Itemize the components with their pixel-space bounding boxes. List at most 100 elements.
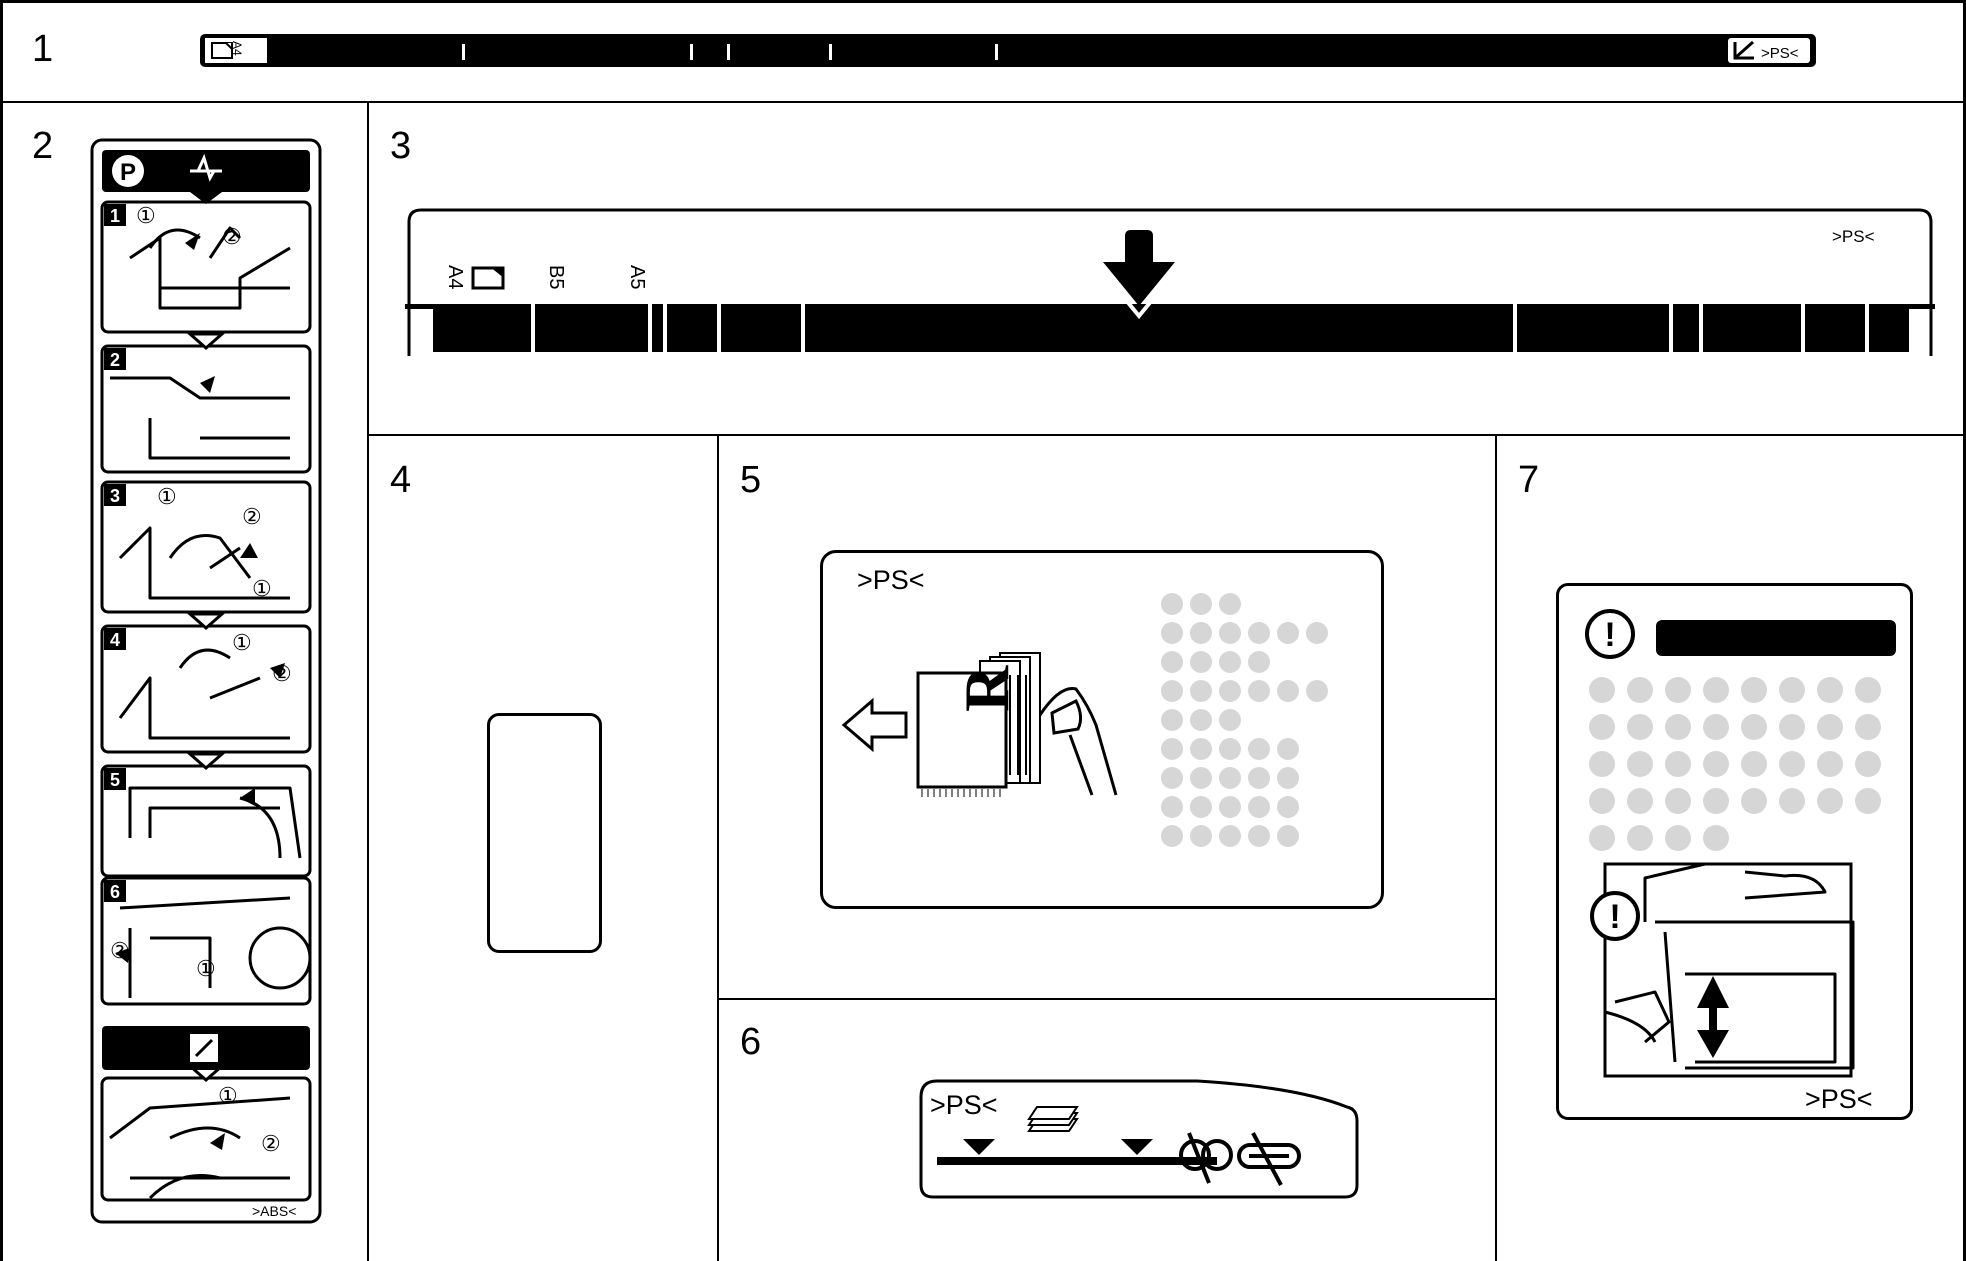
placeholder-dot bbox=[1277, 680, 1299, 702]
placeholder-dot bbox=[1219, 593, 1241, 615]
divider-col7 bbox=[1495, 434, 1497, 1261]
placeholder-dot bbox=[1779, 714, 1805, 740]
panel-2-footer-label: >ABS< bbox=[252, 1203, 296, 1219]
panel-1-number: 1 bbox=[32, 30, 53, 68]
panel-6-number: 6 bbox=[740, 1023, 761, 1061]
placeholder-dot bbox=[1703, 751, 1729, 777]
panel-4-blank-slot bbox=[487, 713, 602, 953]
placeholder-dot bbox=[1817, 677, 1843, 703]
placeholder-dot bbox=[1277, 738, 1299, 760]
placeholder-dot bbox=[1589, 714, 1615, 740]
panel-3-size-a5: A5 bbox=[625, 265, 648, 289]
placeholder-dot bbox=[1161, 651, 1183, 673]
panel-1-ps-label: >PS< bbox=[1761, 45, 1799, 62]
placeholder-dot bbox=[1627, 714, 1653, 740]
placeholder-dot bbox=[1219, 738, 1241, 760]
placeholder-dot bbox=[1703, 677, 1729, 703]
placeholder-dot bbox=[1741, 714, 1767, 740]
placeholder-dot bbox=[1219, 825, 1241, 847]
panel-7-ps-label: >PS< bbox=[1805, 1084, 1873, 1115]
placeholder-dot bbox=[1589, 751, 1615, 777]
placeholder-dot bbox=[1665, 751, 1691, 777]
placeholder-dot bbox=[1190, 796, 1212, 818]
placeholder-dot bbox=[1161, 825, 1183, 847]
divider-col4 bbox=[717, 434, 719, 1261]
placeholder-dot bbox=[1161, 622, 1183, 644]
panel-7-number: 7 bbox=[1518, 461, 1539, 499]
placeholder-dot bbox=[1219, 651, 1241, 673]
placeholder-dot bbox=[1741, 751, 1767, 777]
placeholder-dot bbox=[1219, 709, 1241, 731]
placeholder-dot bbox=[1627, 751, 1653, 777]
placeholder-dot bbox=[1817, 751, 1843, 777]
placeholder-dot bbox=[1277, 825, 1299, 847]
placeholder-dot bbox=[1248, 825, 1270, 847]
placeholder-dot bbox=[1779, 788, 1805, 814]
placeholder-dot bbox=[1855, 677, 1881, 703]
panel-5-ps-label: >PS< bbox=[857, 565, 925, 596]
placeholder-dot bbox=[1248, 680, 1270, 702]
panel-2-mark-1e: ① bbox=[196, 956, 216, 982]
placeholder-dot bbox=[1703, 825, 1729, 851]
panel-7-placeholder-dots bbox=[1590, 678, 1890, 858]
divider-row6 bbox=[717, 998, 1497, 1000]
placeholder-dot bbox=[1855, 714, 1881, 740]
placeholder-dot bbox=[1190, 825, 1212, 847]
placeholder-dot bbox=[1627, 677, 1653, 703]
svg-text:!: ! bbox=[1604, 616, 1615, 654]
placeholder-dot bbox=[1703, 714, 1729, 740]
placeholder-dot bbox=[1161, 796, 1183, 818]
panel-2-number: 2 bbox=[32, 127, 53, 165]
placeholder-dot bbox=[1589, 825, 1615, 851]
placeholder-dot bbox=[1219, 767, 1241, 789]
svg-text:6: 6 bbox=[110, 882, 120, 902]
svg-text:2: 2 bbox=[110, 350, 120, 370]
placeholder-dot bbox=[1627, 825, 1653, 851]
svg-text:5: 5 bbox=[110, 770, 120, 790]
panel-2-mark-2f: ② bbox=[261, 1131, 281, 1157]
placeholder-dot bbox=[1741, 677, 1767, 703]
placeholder-dot bbox=[1665, 677, 1691, 703]
placeholder-dot bbox=[1190, 738, 1212, 760]
placeholder-dot bbox=[1665, 714, 1691, 740]
placeholder-dot bbox=[1190, 709, 1212, 731]
panel-5-placeholder-dots bbox=[1160, 592, 1350, 872]
placeholder-dot bbox=[1589, 677, 1615, 703]
panel-7-warning-header: ! bbox=[1584, 608, 1900, 660]
placeholder-dot bbox=[1779, 751, 1805, 777]
placeholder-dot bbox=[1161, 680, 1183, 702]
placeholder-dot bbox=[1589, 788, 1615, 814]
placeholder-dot bbox=[1219, 796, 1241, 818]
panel-2-mark-1b: ① bbox=[157, 484, 177, 510]
placeholder-dot bbox=[1219, 680, 1241, 702]
placeholder-dot bbox=[1306, 622, 1328, 644]
placeholder-dot bbox=[1190, 622, 1212, 644]
placeholder-dot bbox=[1190, 651, 1212, 673]
svg-text:1: 1 bbox=[110, 206, 120, 226]
placeholder-dot bbox=[1277, 622, 1299, 644]
placeholder-dot bbox=[1741, 788, 1767, 814]
svg-text:P: P bbox=[120, 159, 136, 186]
panel-3-ps-label: >PS< bbox=[1832, 227, 1875, 247]
placeholder-dot bbox=[1161, 709, 1183, 731]
placeholder-dot bbox=[1855, 788, 1881, 814]
placeholder-dot bbox=[1190, 593, 1212, 615]
placeholder-dot bbox=[1817, 714, 1843, 740]
placeholder-dot bbox=[1627, 788, 1653, 814]
panel-2-mark-2a: ② bbox=[222, 224, 242, 250]
panel-2-mark-2e: ② bbox=[110, 938, 130, 964]
panel-2-mark-1a: ① bbox=[136, 203, 156, 229]
panel-3-number: 3 bbox=[390, 127, 411, 165]
divider-row3 bbox=[367, 434, 1966, 436]
placeholder-dot bbox=[1277, 767, 1299, 789]
placeholder-dot bbox=[1665, 788, 1691, 814]
placeholder-dot bbox=[1306, 680, 1328, 702]
svg-text:!: ! bbox=[1609, 898, 1620, 936]
placeholder-dot bbox=[1161, 738, 1183, 760]
panel-1-scale-bar bbox=[200, 34, 1820, 70]
placeholder-dot bbox=[1703, 788, 1729, 814]
panel-2-mark-1c: ① bbox=[252, 576, 272, 602]
placeholder-dot bbox=[1817, 788, 1843, 814]
placeholder-dot bbox=[1779, 677, 1805, 703]
placeholder-dot bbox=[1190, 680, 1212, 702]
